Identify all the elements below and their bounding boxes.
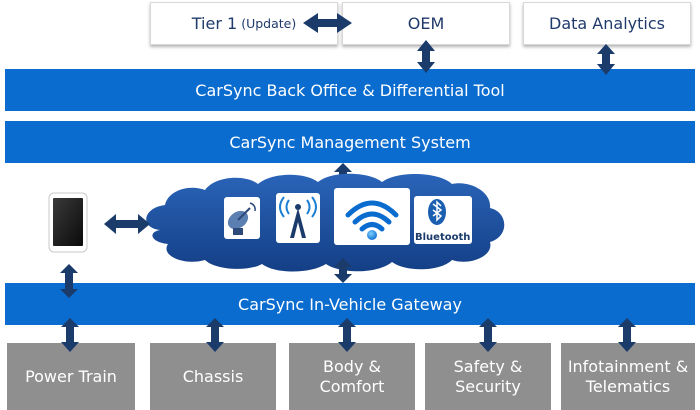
ecu-label-power-train: Power Train	[25, 366, 117, 386]
in-vehicle-gateway-bar: CarSync In-Vehicle Gateway	[5, 283, 695, 325]
wifi-icon	[334, 188, 410, 245]
tier1-oem-arrow	[303, 13, 352, 33]
satellite-dish-icon	[224, 197, 260, 239]
tier1-label: Tier 1	[191, 14, 238, 33]
bluetooth-icon: Bluetooth	[414, 196, 472, 244]
ecu-label-chassis: Chassis	[182, 366, 244, 386]
tier1-note: (Update)	[241, 16, 297, 31]
ecu-box-power-train: Power Train	[7, 343, 135, 410]
gateway-body-arrow	[338, 318, 356, 352]
ecu-label-body-comfort: Body & Comfort	[319, 357, 385, 396]
ecu-box-chassis: Chassis	[150, 343, 276, 410]
management-system-label: CarSync Management System	[229, 132, 471, 152]
data-analytics-box: Data Analytics	[523, 2, 691, 45]
phone-cloud-arrow	[104, 214, 150, 234]
oem-label: OEM	[407, 14, 445, 33]
ecu-box-infotainment-telematics: Infotainment & Telematics	[561, 343, 695, 410]
data-analytics-label: Data Analytics	[549, 14, 665, 33]
ecu-label-safety-security: Safety & Security	[453, 357, 523, 396]
ecu-box-body-comfort: Body & Comfort	[289, 343, 415, 410]
ecu-label-infotainment-telematics: Infotainment & Telematics	[567, 357, 689, 396]
ecu-box-safety-security: Safety & Security	[425, 343, 551, 410]
gateway-chassis-arrow	[206, 318, 224, 352]
gateway-infotainment-arrow	[618, 318, 636, 352]
back-office-bar: CarSync Back Office & Differential Tool	[5, 69, 695, 111]
back-office-label: CarSync Back Office & Differential Tool	[195, 80, 505, 100]
oem-backoffice-arrow	[417, 40, 435, 73]
bluetooth-wordmark: Bluetooth	[415, 232, 470, 243]
gateway-powertrain-arrow	[61, 318, 79, 352]
in-vehicle-gateway-label: CarSync In-Vehicle Gateway	[238, 294, 462, 314]
oem-box: OEM	[342, 2, 510, 45]
phone-gateway-arrow	[60, 264, 78, 298]
cell-tower-icon	[276, 193, 320, 243]
management-system-bar: CarSync Management System	[5, 121, 695, 163]
cloud-gateway-arrow	[334, 258, 352, 283]
smartphone-icon	[48, 192, 88, 253]
gateway-safety-arrow	[479, 318, 497, 352]
analytics-backoffice-arrow	[597, 44, 615, 75]
